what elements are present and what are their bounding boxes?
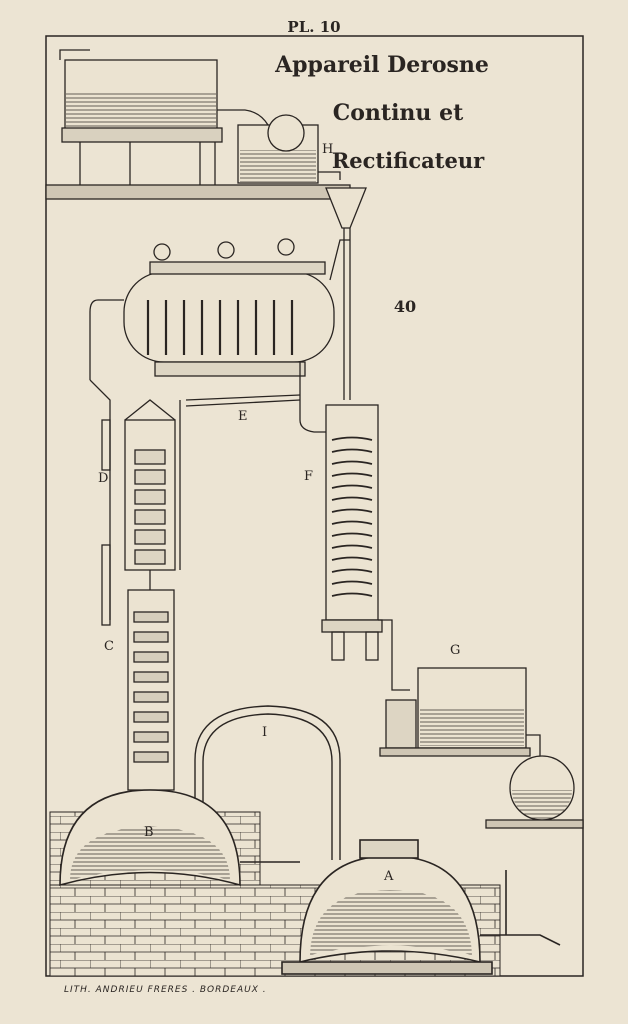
boiler-b xyxy=(59,789,241,887)
upper-reservoir xyxy=(45,49,351,200)
receiver-g xyxy=(379,667,584,829)
label-a: A xyxy=(383,869,394,884)
title-line-2: Continu et xyxy=(333,100,464,126)
funnel xyxy=(325,187,367,400)
label-b: B xyxy=(144,825,154,840)
label-e: E xyxy=(238,409,248,424)
siphon-i xyxy=(194,705,341,860)
title-line-1: Appareil Derosne xyxy=(274,52,489,78)
coil-condenser-f xyxy=(321,404,410,691)
label-g: G xyxy=(450,643,460,658)
label-i: I xyxy=(262,725,267,740)
figure-number: 40 xyxy=(394,297,416,316)
plate-number: PL. 10 xyxy=(287,18,340,36)
horizontal-condenser xyxy=(89,238,350,433)
lithographer-credit: LITH. ANDRIEU FRERES . BORDEAUX . xyxy=(64,985,267,995)
label-c: C xyxy=(104,639,114,654)
boiler-a xyxy=(240,839,561,975)
distillation-column xyxy=(89,379,301,791)
label-d: D xyxy=(98,471,108,486)
float-tank-h xyxy=(237,114,341,184)
label-h: H xyxy=(322,142,333,157)
label-f: F xyxy=(304,469,313,484)
title-line-3: Rectificateur xyxy=(332,148,485,173)
